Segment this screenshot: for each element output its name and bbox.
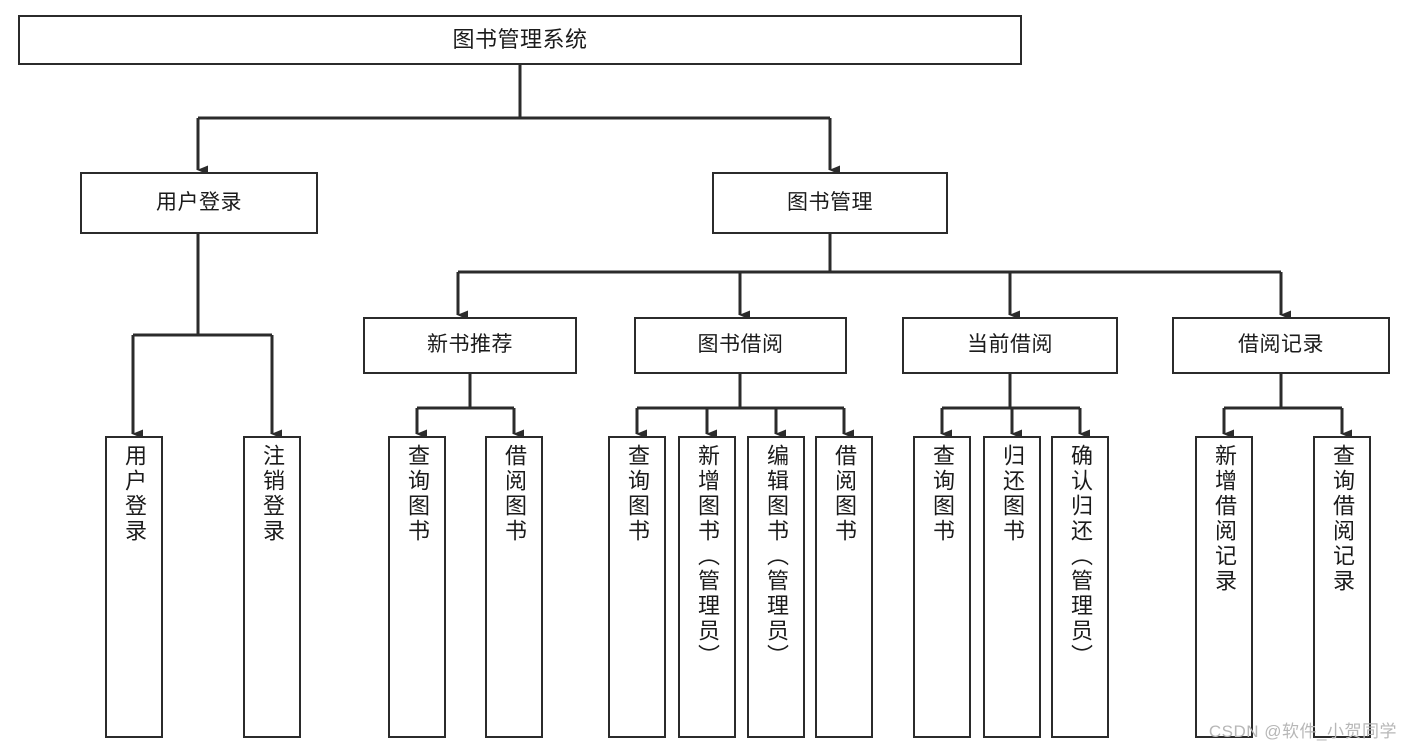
leaf-query-book-3[interactable]: 查询图书 xyxy=(913,436,971,738)
leaf-user-login[interactable]: 用户登录 xyxy=(105,436,163,738)
node-new-book-recommend-label: 新书推荐 xyxy=(427,333,513,357)
node-current-borrow-label: 当前借阅 xyxy=(967,333,1053,357)
leaf-query-book-2[interactable]: 查询图书 xyxy=(608,436,666,738)
leaf-borrow-book-1-label: 借阅图书 xyxy=(502,444,527,544)
leaf-query-borrow-record-label: 查询借阅记录 xyxy=(1330,444,1355,594)
leaf-borrow-book-2-label: 借阅图书 xyxy=(832,444,857,544)
leaf-query-book-2-label: 查询图书 xyxy=(625,444,650,544)
node-current-borrow[interactable]: 当前借阅 xyxy=(902,317,1118,374)
leaf-edit-book-label: 编辑图书（管理员） xyxy=(764,444,789,669)
node-new-book-recommend[interactable]: 新书推荐 xyxy=(363,317,577,374)
leaf-query-book-1-label: 查询图书 xyxy=(405,444,430,544)
leaf-borrow-book-2[interactable]: 借阅图书 xyxy=(815,436,873,738)
leaf-add-book-label: 新增图书（管理员） xyxy=(695,444,720,669)
node-user-login[interactable]: 用户登录 xyxy=(80,172,318,234)
leaf-return-book-label: 归还图书 xyxy=(1000,444,1025,544)
leaf-add-borrow-record[interactable]: 新增借阅记录 xyxy=(1195,436,1253,738)
leaf-return-book[interactable]: 归还图书 xyxy=(983,436,1041,738)
node-root[interactable]: 图书管理系统 xyxy=(18,15,1022,65)
node-book-manage[interactable]: 图书管理 xyxy=(712,172,948,234)
node-book-borrow[interactable]: 图书借阅 xyxy=(634,317,847,374)
leaf-query-book-1[interactable]: 查询图书 xyxy=(388,436,446,738)
leaf-logout[interactable]: 注销登录 xyxy=(243,436,301,738)
node-borrow-record-label: 借阅记录 xyxy=(1238,333,1324,357)
leaf-add-book[interactable]: 新增图书（管理员） xyxy=(678,436,736,738)
leaf-borrow-book-1[interactable]: 借阅图书 xyxy=(485,436,543,738)
leaf-add-borrow-record-label: 新增借阅记录 xyxy=(1212,444,1237,594)
leaf-confirm-return[interactable]: 确认归还（管理员） xyxy=(1051,436,1109,738)
node-book-borrow-label: 图书借阅 xyxy=(697,333,784,357)
node-root-label: 图书管理系统 xyxy=(452,27,588,53)
leaf-query-book-3-label: 查询图书 xyxy=(930,444,955,544)
leaf-logout-label: 注销登录 xyxy=(260,444,285,544)
node-user-login-label: 用户登录 xyxy=(156,190,242,214)
leaf-edit-book[interactable]: 编辑图书（管理员） xyxy=(747,436,805,738)
leaf-confirm-return-label: 确认归还（管理员） xyxy=(1068,444,1093,669)
leaf-user-login-label: 用户登录 xyxy=(122,444,147,544)
leaf-query-borrow-record[interactable]: 查询借阅记录 xyxy=(1313,436,1371,738)
node-borrow-record[interactable]: 借阅记录 xyxy=(1172,317,1390,374)
node-book-manage-label: 图书管理 xyxy=(787,190,873,214)
